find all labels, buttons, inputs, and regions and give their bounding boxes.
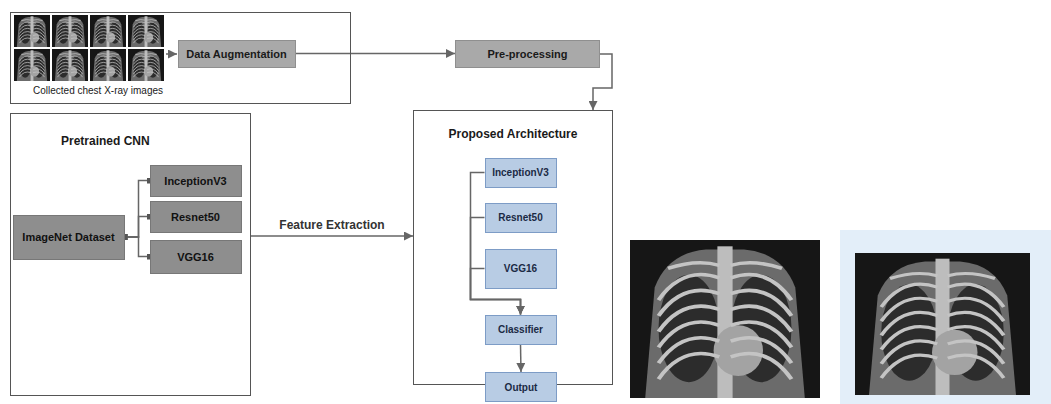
model-box: Output xyxy=(485,372,557,402)
process-box: Pre-processing xyxy=(455,40,600,68)
model-box: ImageNet Dataset xyxy=(13,215,125,260)
edge-label: Feature Extraction xyxy=(277,218,386,232)
box-label: Classifier xyxy=(498,324,543,335)
group-label: Collected chest X-ray images xyxy=(33,85,350,96)
group-box: Proposed ArchitectureInceptionV3Resnet50… xyxy=(413,110,613,385)
connector-arrow xyxy=(125,217,150,238)
box-label: InceptionV3 xyxy=(164,175,226,187)
connector-arrow xyxy=(125,237,150,257)
xray-thumbnail xyxy=(90,15,126,47)
xray-thumbnail xyxy=(52,15,88,47)
box-label: InceptionV3 xyxy=(492,167,549,178)
process-box: Data Augmentation xyxy=(178,40,296,68)
model-box: VGG16 xyxy=(150,240,242,274)
box-label: Output xyxy=(505,382,538,393)
model-box: Resnet50 xyxy=(150,201,242,233)
model-box: Classifier xyxy=(485,315,557,345)
box-label: Resnet50 xyxy=(498,212,542,223)
model-box: VGG16 xyxy=(485,249,557,289)
image-ground xyxy=(840,230,1051,404)
group-box: Pretrained CNN ImageNet Dataset InceptionV… xyxy=(10,113,251,396)
connector-arrow xyxy=(471,173,521,315)
xray-thumbnail xyxy=(14,49,50,81)
xray-image xyxy=(630,240,820,398)
group-box: Collected chest X-ray images Data Augment… xyxy=(10,12,351,104)
connector-arrow xyxy=(520,345,522,373)
xray-image xyxy=(855,253,1030,395)
xray-thumbnail xyxy=(52,49,88,81)
box-label: Data Augmentation xyxy=(186,48,286,60)
box-label: VGG16 xyxy=(504,263,537,274)
connector-arrow xyxy=(251,235,413,237)
flow-arrow xyxy=(166,53,177,55)
group-label: Pretrained CNN xyxy=(61,134,250,148)
xray-thumbnail xyxy=(14,15,50,47)
model-box: InceptionV3 xyxy=(485,158,557,188)
connector-arrow xyxy=(125,181,150,238)
xray-thumbnail xyxy=(128,49,164,81)
box-label: Resnet50 xyxy=(171,211,220,223)
connector-arrow xyxy=(296,53,456,55)
xray-thumbnails xyxy=(14,15,164,81)
box-label: ImageNet Dataset xyxy=(22,231,114,243)
group-label: Proposed Architecture xyxy=(414,127,612,141)
box-label: Pre-processing xyxy=(487,48,567,60)
xray-thumbnail xyxy=(90,49,126,81)
xray-thumbnail xyxy=(128,15,164,47)
model-box: Resnet50 xyxy=(485,203,557,233)
model-box: InceptionV3 xyxy=(150,165,242,197)
box-label: VGG16 xyxy=(177,251,214,263)
